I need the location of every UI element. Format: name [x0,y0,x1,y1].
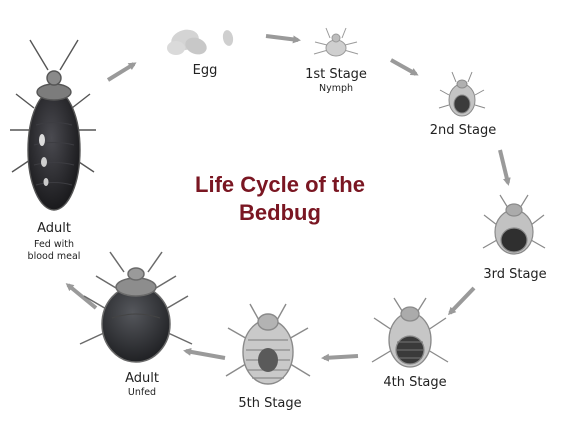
label-adult-fed: Adult [16,222,92,237]
label-adult-fed-sub2: blood meal [8,252,100,263]
arrow-stage1-to-stage2 [391,60,416,74]
label-adult-unfed-sub: Unfed [112,388,172,399]
arrow-stage5-to-unfed [186,351,225,358]
label-stage5: 5th Stage [225,397,315,412]
label-stage2: 2nd Stage [418,124,508,139]
arrow-egg-to-stage1 [266,36,298,40]
label-adult-unfed: Adult [112,372,172,387]
diagram-title-line1: Life Cycle of the [150,172,410,198]
egg-illustration [167,27,234,58]
arrow-stage3-to-stage4 [450,288,474,313]
label-stage3: 3rd Stage [470,268,560,283]
arrow-unfed-to-fed [68,285,96,308]
stage4-nymph-illustration [372,298,448,367]
label-adult-fed-sub1: Fed with [8,240,100,251]
arrow-fed-to-egg [108,64,134,80]
label-stage1-sub: Nymph [296,84,376,95]
stage3-nymph-illustration [483,195,545,254]
label-egg: Egg [180,64,230,79]
diagram-title-line2: Bedbug [150,200,410,226]
stage5-nymph-illustration [226,304,310,384]
arrow-stage4-to-stage5 [324,356,358,358]
adult-fed-illustration [10,40,96,210]
arrow-stage2-to-stage3 [500,150,508,183]
stage2-nymph-illustration [439,72,485,116]
stage1-nymph-illustration [314,28,358,56]
label-stage4: 4th Stage [370,376,460,391]
label-stage1: 1st Stage [296,68,376,83]
